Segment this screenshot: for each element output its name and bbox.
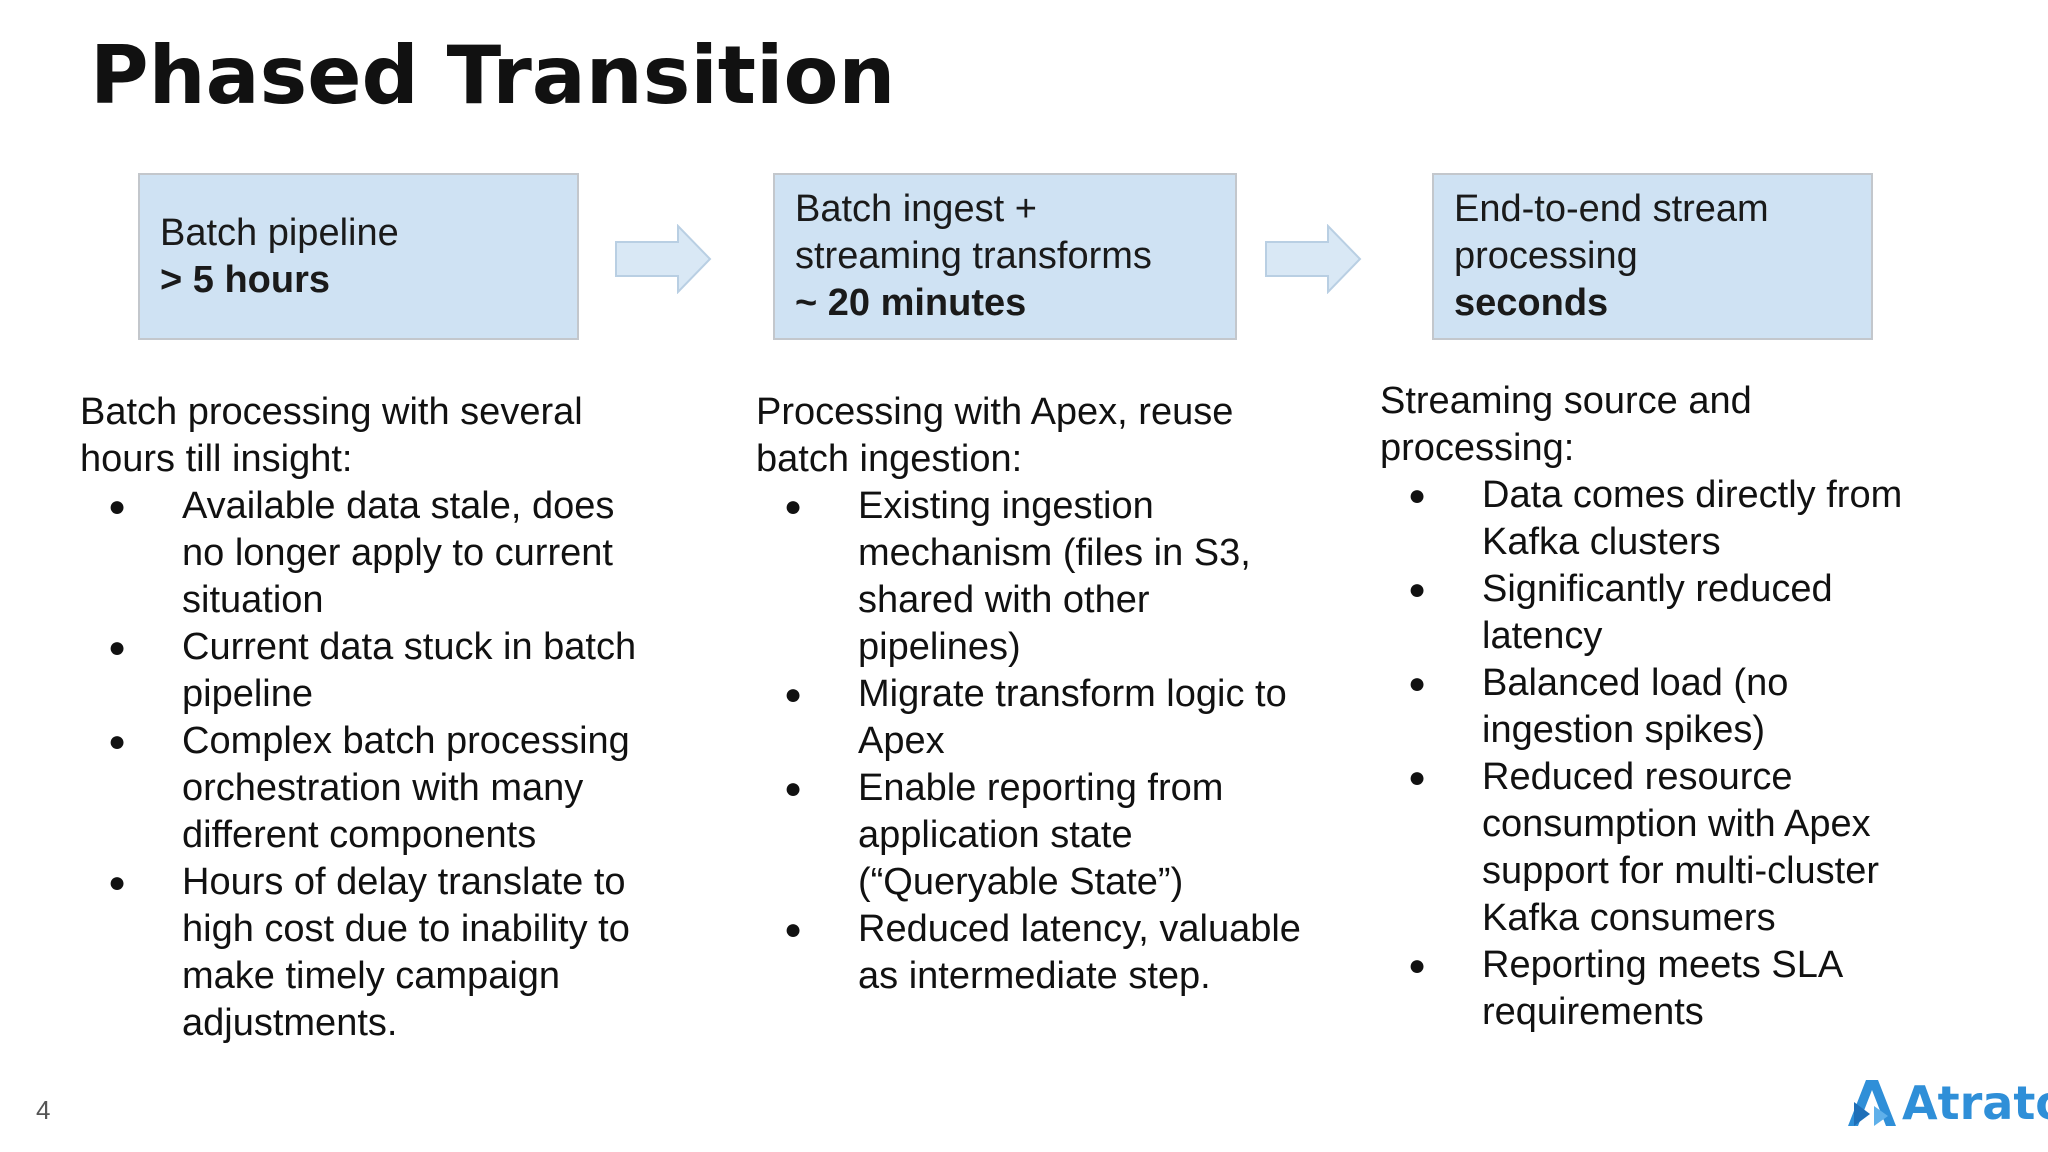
bullet-line: Apex bbox=[858, 720, 945, 762]
bullet-line: requirements bbox=[1482, 991, 1704, 1033]
right-arrow-icon bbox=[1265, 224, 1362, 294]
page-number: 4 bbox=[36, 1095, 51, 1125]
list-item: ● Significantly reduced latency bbox=[1380, 566, 1980, 660]
bullet-line: Hours of delay translate to bbox=[182, 861, 626, 903]
list-item: ● Migrate transform logic to Apex bbox=[756, 671, 1356, 765]
bullet-line: application state bbox=[858, 814, 1133, 856]
bullet-line: pipeline bbox=[182, 673, 313, 715]
list-item: ● Available data stale, does no longer a… bbox=[80, 483, 680, 624]
bullet-icon: ● bbox=[1408, 667, 1427, 700]
phase-box-end-to-end-stream: End-to-end stream processing seconds bbox=[1432, 173, 1873, 340]
column-batch-ingest-streaming: Processing with Apex, reuse batch ingest… bbox=[756, 389, 1356, 1000]
bullet-icon: ● bbox=[108, 725, 127, 758]
bullet-line: Migrate transform logic to bbox=[858, 673, 1287, 715]
bullet-icon: ● bbox=[1408, 949, 1427, 982]
phase-label-line: End-to-end stream bbox=[1454, 188, 1769, 230]
bullet-line: Balanced load (no bbox=[1482, 662, 1789, 704]
bullet-icon: ● bbox=[784, 678, 803, 711]
bullet-line: Data comes directly from bbox=[1482, 474, 1903, 516]
list-item: ● Hours of delay translate to high cost … bbox=[80, 859, 680, 1047]
bullet-line: Existing ingestion bbox=[858, 485, 1154, 527]
phase-box-batch-ingest-streaming: Batch ingest + streaming transforms ~ 20… bbox=[773, 173, 1237, 340]
bullet-line: mechanism (files in S3, bbox=[858, 532, 1251, 574]
bullet-line: Reduced resource bbox=[1482, 756, 1793, 798]
bullet-line: no longer apply to current bbox=[182, 532, 613, 574]
bullet-line: support for multi-cluster bbox=[1482, 850, 1880, 892]
bullet-line: high cost due to inability to bbox=[182, 908, 630, 950]
bullet-icon: ● bbox=[1408, 479, 1427, 512]
bullet-line: consumption with Apex bbox=[1482, 803, 1871, 845]
bullet-list: ● Existing ingestion mechanism (files in… bbox=[756, 483, 1356, 1000]
intro-line: hours till insight: bbox=[80, 438, 353, 480]
intro-line: Batch processing with several bbox=[80, 391, 583, 433]
bullet-line: Significantly reduced bbox=[1482, 568, 1833, 610]
phase-duration: ~ 20 minutes bbox=[795, 282, 1027, 324]
bullet-line: (“Queryable State”) bbox=[858, 861, 1184, 903]
phase-duration: > 5 hours bbox=[160, 258, 330, 301]
bullet-line: Reporting meets SLA bbox=[1482, 944, 1844, 986]
bullet-line: adjustments. bbox=[182, 1002, 398, 1044]
list-item: ● Reduced latency, valuable as intermedi… bbox=[756, 906, 1356, 1000]
phase-label-line: Batch ingest + bbox=[795, 188, 1037, 230]
bullet-line: different components bbox=[182, 814, 537, 856]
column-batch-pipeline: Batch processing with several hours till… bbox=[80, 389, 680, 1047]
bullet-line: Kafka consumers bbox=[1482, 897, 1776, 939]
bullet-line: latency bbox=[1482, 615, 1603, 657]
bullet-icon: ● bbox=[108, 490, 127, 523]
list-item: ● Data comes directly from Kafka cluster… bbox=[1380, 472, 1980, 566]
intro-line: Processing with Apex, reuse bbox=[756, 391, 1234, 433]
bullet-icon: ● bbox=[784, 913, 803, 946]
list-item: ● Enable reporting from application stat… bbox=[756, 765, 1356, 906]
column-end-to-end-stream: Streaming source and processing: ● Data … bbox=[1380, 378, 1980, 1036]
bullet-line: situation bbox=[182, 579, 324, 621]
list-item: ● Reduced resource consumption with Apex… bbox=[1380, 754, 1980, 942]
bullet-line: Complex batch processing bbox=[182, 720, 630, 762]
bullet-list: ● Data comes directly from Kafka cluster… bbox=[1380, 472, 1980, 1036]
bullet-line: Enable reporting from bbox=[858, 767, 1224, 809]
bullet-icon: ● bbox=[784, 490, 803, 523]
list-item: ● Reporting meets SLA requirements bbox=[1380, 942, 1980, 1036]
list-item: ● Balanced load (no ingestion spikes) bbox=[1380, 660, 1980, 754]
phase-label-line: Batch pipeline bbox=[160, 211, 399, 254]
bullet-line: Current data stuck in batch bbox=[182, 626, 637, 668]
atrato-logo: Atrato bbox=[1844, 1076, 2048, 1130]
bullet-line: shared with other bbox=[858, 579, 1150, 621]
bullet-icon: ● bbox=[1408, 761, 1427, 794]
phase-box-batch-pipeline: Batch pipeline > 5 hours bbox=[138, 173, 579, 340]
bullet-icon: ● bbox=[108, 631, 127, 664]
bullet-line: pipelines) bbox=[858, 626, 1021, 668]
bullet-icon: ● bbox=[108, 866, 127, 899]
bullet-line: as intermediate step. bbox=[858, 955, 1211, 997]
bullet-line: make timely campaign bbox=[182, 955, 561, 997]
right-arrow-icon bbox=[615, 224, 712, 294]
phase-duration: seconds bbox=[1454, 282, 1609, 324]
bullet-list: ● Available data stale, does no longer a… bbox=[80, 483, 680, 1047]
bullet-line: orchestration with many bbox=[182, 767, 584, 809]
list-item: ● Existing ingestion mechanism (files in… bbox=[756, 483, 1356, 671]
bullet-line: Kafka clusters bbox=[1482, 521, 1721, 563]
bullet-line: ingestion spikes) bbox=[1482, 709, 1766, 751]
bullet-icon: ● bbox=[1408, 573, 1427, 606]
logo-text: Atrato bbox=[1902, 1076, 2048, 1130]
intro-line: Streaming source and bbox=[1380, 380, 1752, 422]
atrato-logo-icon bbox=[1848, 1080, 1896, 1126]
list-item: ● Complex batch processing orchestration… bbox=[80, 718, 680, 859]
slide-title: Phased Transition bbox=[90, 29, 896, 122]
list-item: ● Current data stuck in batch pipeline bbox=[80, 624, 680, 718]
intro-line: processing: bbox=[1380, 427, 1575, 469]
column-intro: Batch processing with several hours till… bbox=[80, 389, 680, 483]
intro-line: batch ingestion: bbox=[756, 438, 1023, 480]
bullet-line: Reduced latency, valuable bbox=[858, 908, 1301, 950]
column-intro: Processing with Apex, reuse batch ingest… bbox=[756, 389, 1356, 483]
bullet-line: Available data stale, does bbox=[182, 485, 615, 527]
bullet-icon: ● bbox=[784, 772, 803, 805]
phase-label-line: processing bbox=[1454, 235, 1638, 277]
column-intro: Streaming source and processing: bbox=[1380, 378, 1980, 472]
phase-label-line: streaming transforms bbox=[795, 235, 1152, 277]
